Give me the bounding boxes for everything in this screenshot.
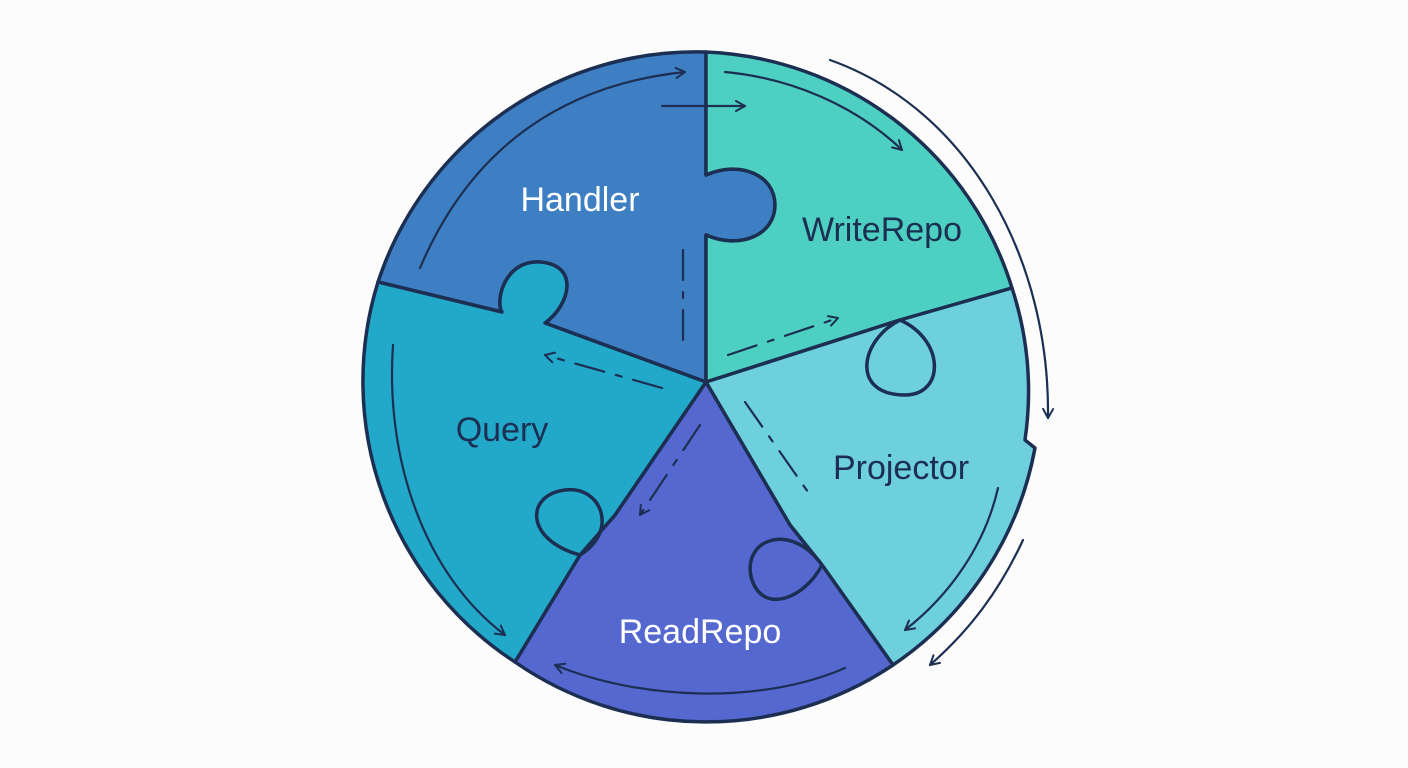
label-writerepo: WriteRepo: [802, 211, 962, 249]
arrow-projector-arc: [903, 486, 1000, 632]
arrow-query-arc: [390, 343, 507, 637]
label-readrepo: ReadRepo: [619, 613, 782, 651]
arrow-outer-right-arc: [828, 58, 1055, 420]
arrow-outer-bottom-right-arc: [928, 538, 1025, 667]
label-handler: Handler: [520, 181, 639, 219]
query-piece[interactable]: [361, 260, 708, 664]
line-center-to-projector: [743, 400, 810, 494]
arrow-center-to-writerepo: [726, 315, 840, 357]
arrow-center-to-readrepo: [638, 423, 702, 517]
arrow-center-to-query: [543, 351, 664, 390]
arrow-readrepo-arc: [553, 662, 847, 695]
label-query: Query: [456, 411, 549, 449]
label-projector: Projector: [833, 449, 969, 487]
arrow-top-arc: [418, 66, 687, 270]
arrow-writerepo-arc: [723, 70, 904, 152]
